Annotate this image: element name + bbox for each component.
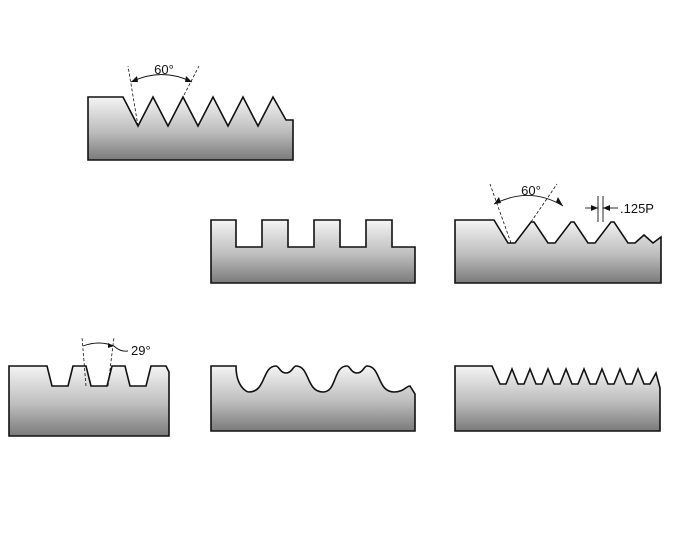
buttress-thread-body bbox=[454, 365, 661, 432]
v-thread-profile: 60° bbox=[87, 62, 294, 161]
v-thread-angle-extension-right bbox=[167, 65, 200, 127]
v-thread-angle-extension-left bbox=[127, 65, 139, 127]
sharp-v-angle-arc bbox=[493, 195, 564, 207]
sharp-v-thread-body bbox=[454, 219, 662, 284]
acme-thread-body bbox=[8, 365, 170, 437]
arrowhead bbox=[131, 76, 138, 82]
sharp-v-thread-profile: 60° .125P bbox=[454, 183, 662, 284]
acme-angle-extension-left bbox=[81, 336, 87, 387]
arrowhead bbox=[185, 76, 192, 82]
v-thread-body bbox=[87, 95, 294, 161]
arrowhead bbox=[591, 205, 598, 211]
sharp-v-angle-extension-left bbox=[489, 183, 512, 244]
acme-thread-profile: 29° bbox=[8, 336, 170, 437]
acme-angle-label: 29° bbox=[131, 343, 151, 358]
v-thread-angle-label: 60° bbox=[154, 62, 174, 77]
knuckle-thread-profile bbox=[210, 365, 416, 432]
square-thread-profile bbox=[210, 219, 416, 284]
arrowhead bbox=[108, 343, 114, 348]
arrowhead bbox=[494, 197, 501, 204]
acme-angle-leader bbox=[113, 345, 129, 352]
arrowhead bbox=[603, 205, 610, 211]
square-thread-body bbox=[210, 219, 416, 284]
sharp-v-angle-extension-right bbox=[530, 183, 558, 223]
arrowhead bbox=[556, 197, 563, 206]
knuckle-thread-body bbox=[210, 365, 416, 432]
buttress-thread-profile bbox=[454, 365, 661, 432]
sharp-v-angle-label: 60° bbox=[521, 183, 541, 198]
flat-dimension-label: .125P bbox=[620, 201, 654, 216]
